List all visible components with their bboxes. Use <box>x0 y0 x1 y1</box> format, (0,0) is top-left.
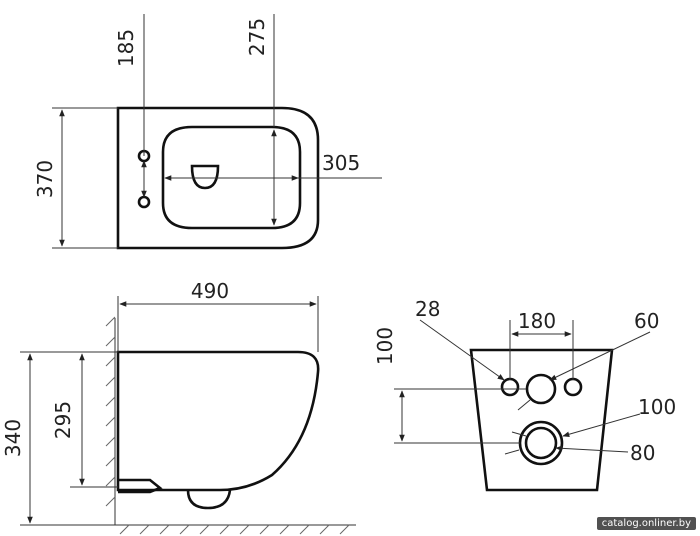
dim-295: 295 <box>51 401 75 439</box>
top-view-mount-hole-bottom <box>137 195 151 209</box>
top-view: 370 185 275 305 <box>33 14 382 250</box>
dim-180: 180 <box>518 309 556 333</box>
side-view-drain-pipe <box>186 489 232 510</box>
rear-drain-inner <box>524 426 558 460</box>
dim-275: 275 <box>245 18 269 56</box>
dim-100-vertical: 100 <box>373 327 397 365</box>
top-view-drain <box>190 164 220 190</box>
dim-340: 340 <box>1 419 25 457</box>
dim-490: 490 <box>191 279 229 303</box>
side-view-outlet <box>118 478 163 494</box>
rear-view: 180 28 60 100 100 80 <box>373 297 676 492</box>
dim-370: 370 <box>33 160 57 198</box>
dim-100-outlet: 100 <box>638 395 676 419</box>
dim-80: 80 <box>630 441 655 465</box>
side-view: 490 340 295 <box>1 279 356 535</box>
side-view-bowl-outline <box>116 350 320 492</box>
dim-28: 28 <box>415 297 440 321</box>
dim-305: 305 <box>322 151 360 175</box>
rear-mount-hole-left <box>500 377 520 397</box>
top-view-seat-opening <box>161 125 302 230</box>
dim-60: 60 <box>634 309 659 333</box>
dim-185: 185 <box>114 29 138 67</box>
rear-water-inlet <box>525 373 557 405</box>
watermark: catalog.onliner.by <box>596 517 696 530</box>
top-view-bowl-outline <box>116 106 320 250</box>
rear-mount-hole-right <box>563 377 583 397</box>
